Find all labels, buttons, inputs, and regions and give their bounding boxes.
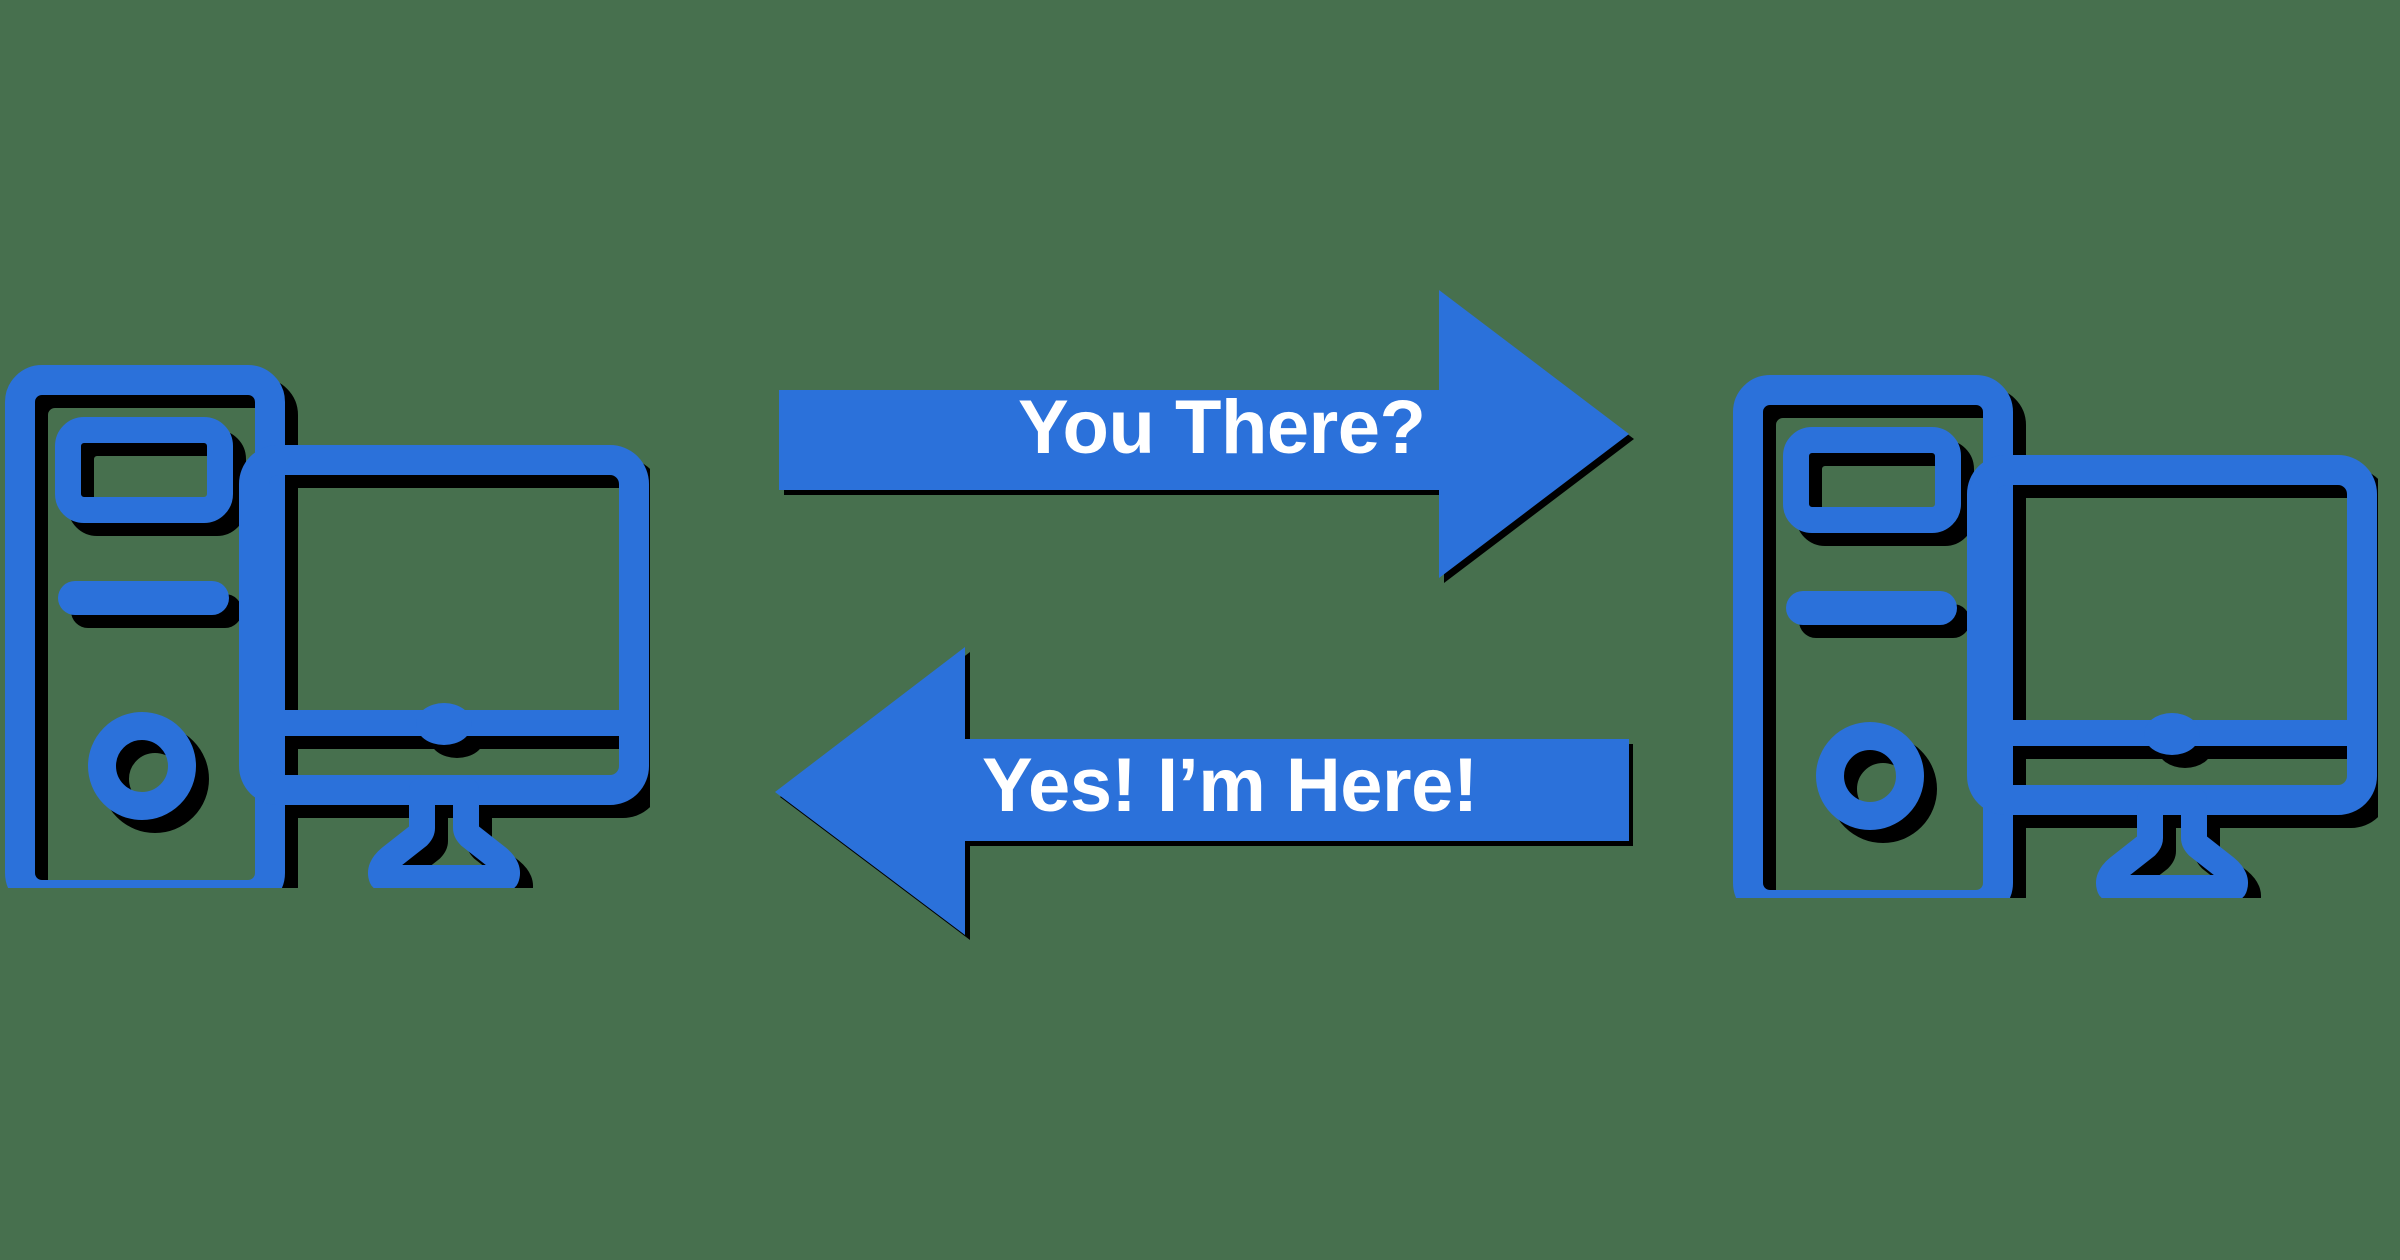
computer-right[interactable] <box>1718 368 2378 898</box>
drive-bay-icon <box>55 417 233 523</box>
computer-left[interactable] <box>0 358 650 888</box>
tower-case <box>5 365 285 888</box>
computer-body <box>5 365 649 888</box>
arrow-left-label: Yes! I’m Here! <box>982 743 1478 828</box>
monitor-indicator-icon <box>2144 713 2200 755</box>
arrow-left-shape <box>775 647 1629 935</box>
arrow-right[interactable] <box>775 286 1635 592</box>
arrow-right-label: You There? <box>1018 385 1426 470</box>
arrow-right-icon <box>779 290 1634 583</box>
monitor-stand <box>368 777 520 888</box>
monitor-indicator-icon <box>416 703 472 745</box>
desktop-computer-icon <box>5 365 650 888</box>
tower-case <box>1733 375 2013 898</box>
arrow-right-shape <box>779 290 1629 578</box>
power-button-icon[interactable] <box>1816 722 1924 830</box>
desktop-computer-icon <box>1733 375 2378 898</box>
drive-bay-icon <box>1783 427 1961 533</box>
arrow-left[interactable] <box>773 641 1633 947</box>
computer-body <box>1733 375 2377 898</box>
power-button-icon[interactable] <box>88 712 196 820</box>
monitor-stand <box>2096 787 2248 898</box>
arrow-left-icon <box>775 647 1633 940</box>
